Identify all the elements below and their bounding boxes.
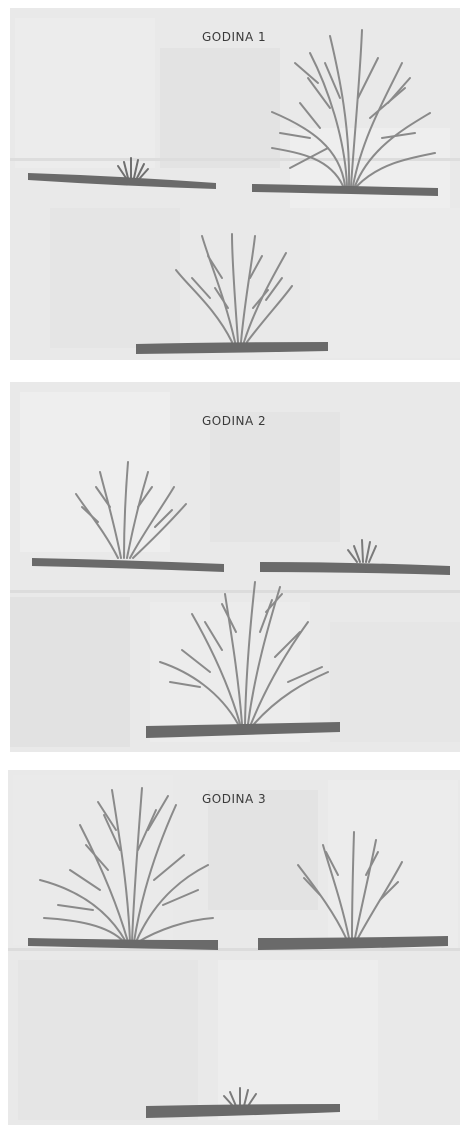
ground-strip	[146, 722, 340, 738]
medium-shrub-drawing	[76, 462, 186, 558]
mature-shrub-drawing	[160, 582, 328, 724]
mature-shrub-drawing	[272, 30, 435, 186]
ground-strip	[32, 558, 224, 572]
ground-strip	[28, 173, 216, 189]
young-shrub-drawing	[348, 540, 376, 562]
shrub-illustrations	[8, 770, 460, 1125]
year-1-panel: GODINA 1	[10, 8, 460, 360]
mature-shrub-drawing	[40, 788, 213, 942]
year-2-panel: GODINA 2	[10, 382, 460, 752]
ground-strip	[136, 342, 328, 354]
ground-strip	[28, 938, 218, 950]
young-shrub-drawing	[224, 1088, 256, 1106]
year-3-panel: GODINA 3	[8, 770, 460, 1125]
ground-strip	[258, 936, 448, 950]
shrub-illustrations	[10, 382, 460, 752]
ground-strip	[146, 1104, 340, 1118]
medium-shrub-drawing	[298, 832, 402, 938]
shrub-illustrations	[10, 8, 460, 360]
young-shrub-drawing	[118, 158, 148, 178]
medium-shrub-drawing	[176, 234, 292, 342]
ground-strip	[260, 562, 450, 575]
